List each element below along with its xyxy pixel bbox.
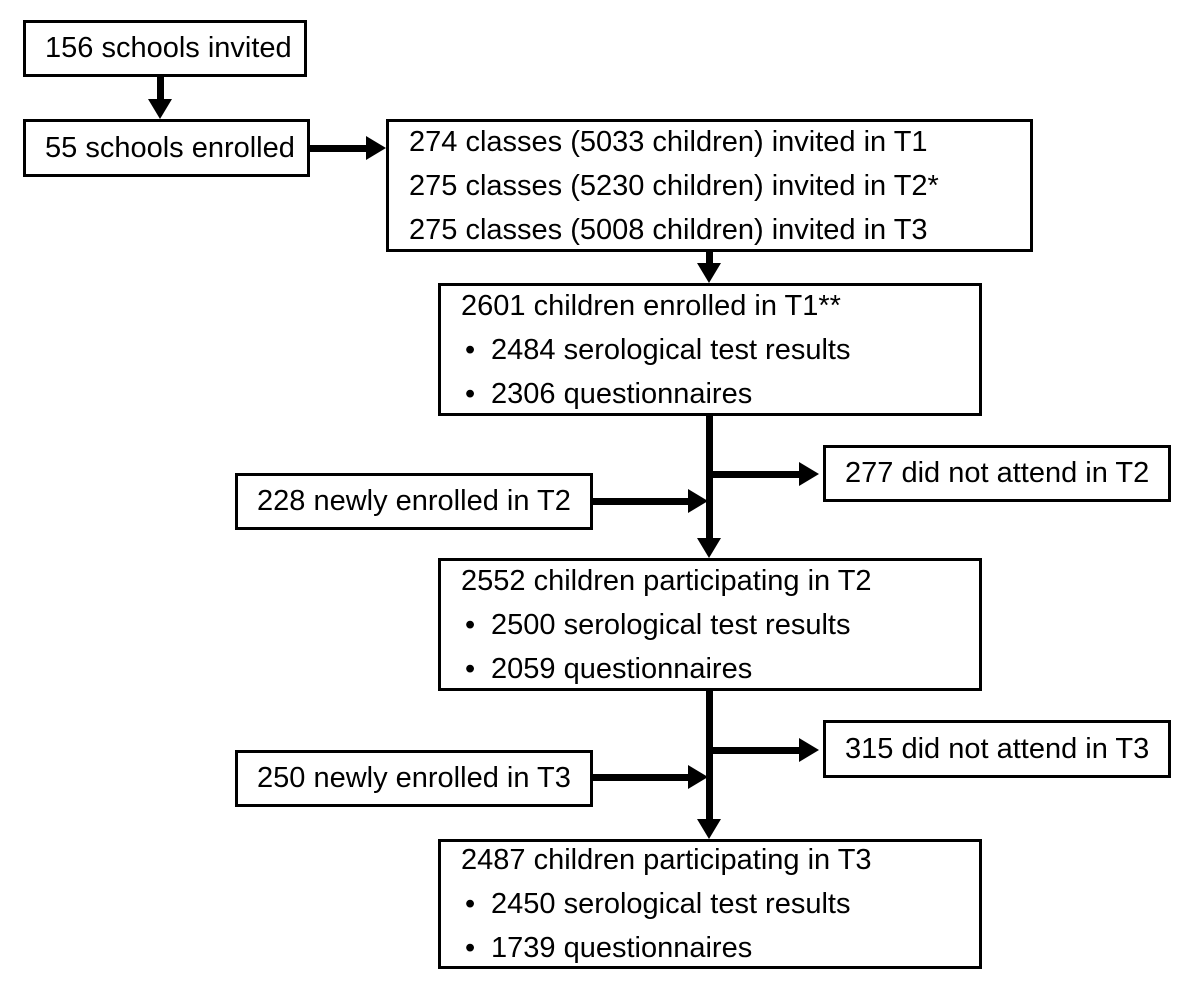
node-schools-invited: 156 schools invited	[23, 20, 307, 77]
arrow-shaft	[157, 77, 164, 103]
node-classes-invited: 274 classes (5033 children) invited in T…	[386, 119, 1033, 252]
arrow-shaft	[706, 691, 713, 821]
arrow-shaft	[706, 252, 713, 266]
participating-t2-questionnaires-label: 2059 questionnaires	[491, 652, 753, 685]
arrow-shaft	[593, 498, 690, 505]
arrow-head-right-icon	[688, 765, 708, 789]
bullet-icon: •	[465, 932, 476, 964]
participating-t2-bullet-questionnaires: • 2059 questionnaires	[461, 647, 979, 691]
did-not-attend-t2-label: 277 did not attend in T2	[845, 457, 1150, 490]
arrow-head-down-icon	[148, 99, 172, 119]
arrow-head-down-icon	[697, 263, 721, 283]
arrow-shaft	[593, 774, 690, 781]
newly-enrolled-t2-label: 228 newly enrolled in T2	[257, 485, 571, 518]
did-not-attend-t3-label: 315 did not attend in T3	[845, 732, 1150, 765]
participating-t3-questionnaires-label: 1739 questionnaires	[491, 932, 753, 964]
participating-t3-bullet-serology: • 2450 serological test results	[461, 882, 979, 926]
classes-invited-line-t1: 274 classes (5033 children) invited in T…	[409, 125, 928, 158]
participating-t3-serology-label: 2450 serological test results	[491, 888, 851, 920]
node-newly-enrolled-t2: 228 newly enrolled in T2	[235, 473, 593, 530]
enrolled-t1-serology-label: 2484 serological test results	[491, 333, 851, 366]
classes-invited-line-t3: 275 classes (5008 children) invited in T…	[409, 213, 928, 246]
node-did-not-attend-t2: 277 did not attend in T2	[823, 445, 1171, 502]
participating-t2-serology-label: 2500 serological test results	[491, 608, 851, 641]
node-participating-t3: 2487 children participating in T3 • 2450…	[438, 839, 982, 969]
node-schools-enrolled: 55 schools enrolled	[23, 119, 310, 177]
node-newly-enrolled-t3: 250 newly enrolled in T3	[235, 750, 593, 807]
enrolled-t1-bullet-questionnaires: • 2306 questionnaires	[461, 372, 979, 416]
newly-enrolled-t3-label: 250 newly enrolled in T3	[257, 762, 571, 795]
participating-t2-title: 2552 children participating in T2	[461, 564, 872, 597]
enrolled-t1-bullet-serology: • 2484 serological test results	[461, 328, 979, 372]
participating-t2-bullet-serology: • 2500 serological test results	[461, 603, 979, 647]
enrolled-t1-questionnaires-label: 2306 questionnaires	[491, 377, 753, 410]
arrow-shaft	[310, 145, 368, 152]
bullet-icon: •	[465, 608, 476, 641]
schools-enrolled-label: 55 schools enrolled	[45, 131, 295, 164]
bullet-icon: •	[465, 652, 476, 685]
enrolled-t1-title: 2601 children enrolled in T1**	[461, 289, 841, 322]
node-participating-t2: 2552 children participating in T2 • 2500…	[438, 558, 982, 691]
arrow-head-right-icon	[688, 489, 708, 513]
node-did-not-attend-t3: 315 did not attend in T3	[823, 720, 1171, 778]
participating-t3-title: 2487 children participating in T3	[461, 844, 872, 876]
participating-t3-bullet-questionnaires: • 1739 questionnaires	[461, 926, 979, 970]
classes-invited-line-t2: 275 classes (5230 children) invited in T…	[409, 169, 939, 202]
bullet-icon: •	[465, 377, 476, 410]
arrow-shaft	[709, 471, 801, 478]
arrow-head-right-icon	[366, 136, 386, 160]
arrow-shaft	[709, 747, 801, 754]
arrow-head-down-icon	[697, 819, 721, 839]
arrow-head-right-icon	[799, 738, 819, 762]
bullet-icon: •	[465, 888, 476, 920]
schools-invited-label: 156 schools invited	[45, 32, 292, 65]
arrow-head-down-icon	[697, 538, 721, 558]
node-enrolled-t1: 2601 children enrolled in T1** • 2484 se…	[438, 283, 982, 416]
bullet-icon: •	[465, 333, 476, 366]
arrow-head-right-icon	[799, 462, 819, 486]
